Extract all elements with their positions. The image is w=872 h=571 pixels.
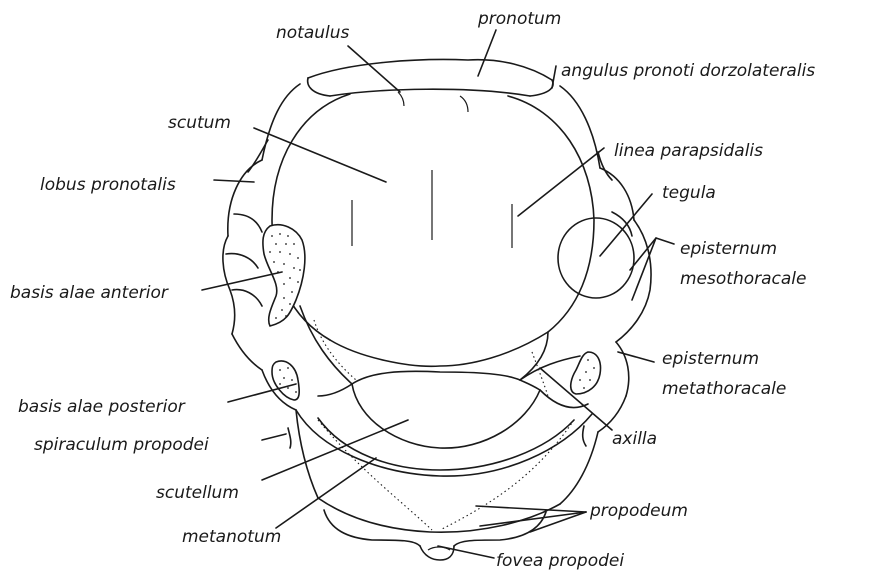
label-propodeum: propodeum (589, 501, 688, 521)
label-metanotum: metanotum (182, 527, 281, 547)
label-tegula: tegula (662, 183, 716, 203)
label-fovea-propodei: fovea propodei (496, 551, 624, 571)
label-episternum-meso-line2: mesothoracale (680, 269, 806, 289)
label-pronotum: pronotum (477, 9, 561, 29)
label-spiraculum-propodei: spiraculum propodei (34, 435, 209, 455)
label-episternum-meta-line1: episternum (662, 349, 759, 369)
label-basis-alae-posterior: basis alae posterior (18, 397, 186, 417)
label-episternum-meta-line2: metathoracale (662, 379, 786, 399)
label-scutum: scutum (168, 113, 231, 133)
label-notaulus: notaulus (276, 23, 350, 43)
basis-alae-posterior-right-shape (571, 352, 601, 394)
label-basis-alae-anterior: basis alae anterior (10, 283, 169, 303)
label-axilla: axilla (612, 429, 657, 449)
label-linea-parapsidalis: linea parapsidalis (614, 141, 763, 161)
label-scutellum: scutellum (156, 483, 239, 503)
leader-lines (202, 30, 674, 558)
label-angulus-pronoti: angulus pronoti dorzolateralis (561, 61, 815, 81)
label-lobus-pronotalis: lobus pronotalis (40, 175, 176, 195)
label-episternum-meso-line1: episternum (680, 239, 777, 259)
